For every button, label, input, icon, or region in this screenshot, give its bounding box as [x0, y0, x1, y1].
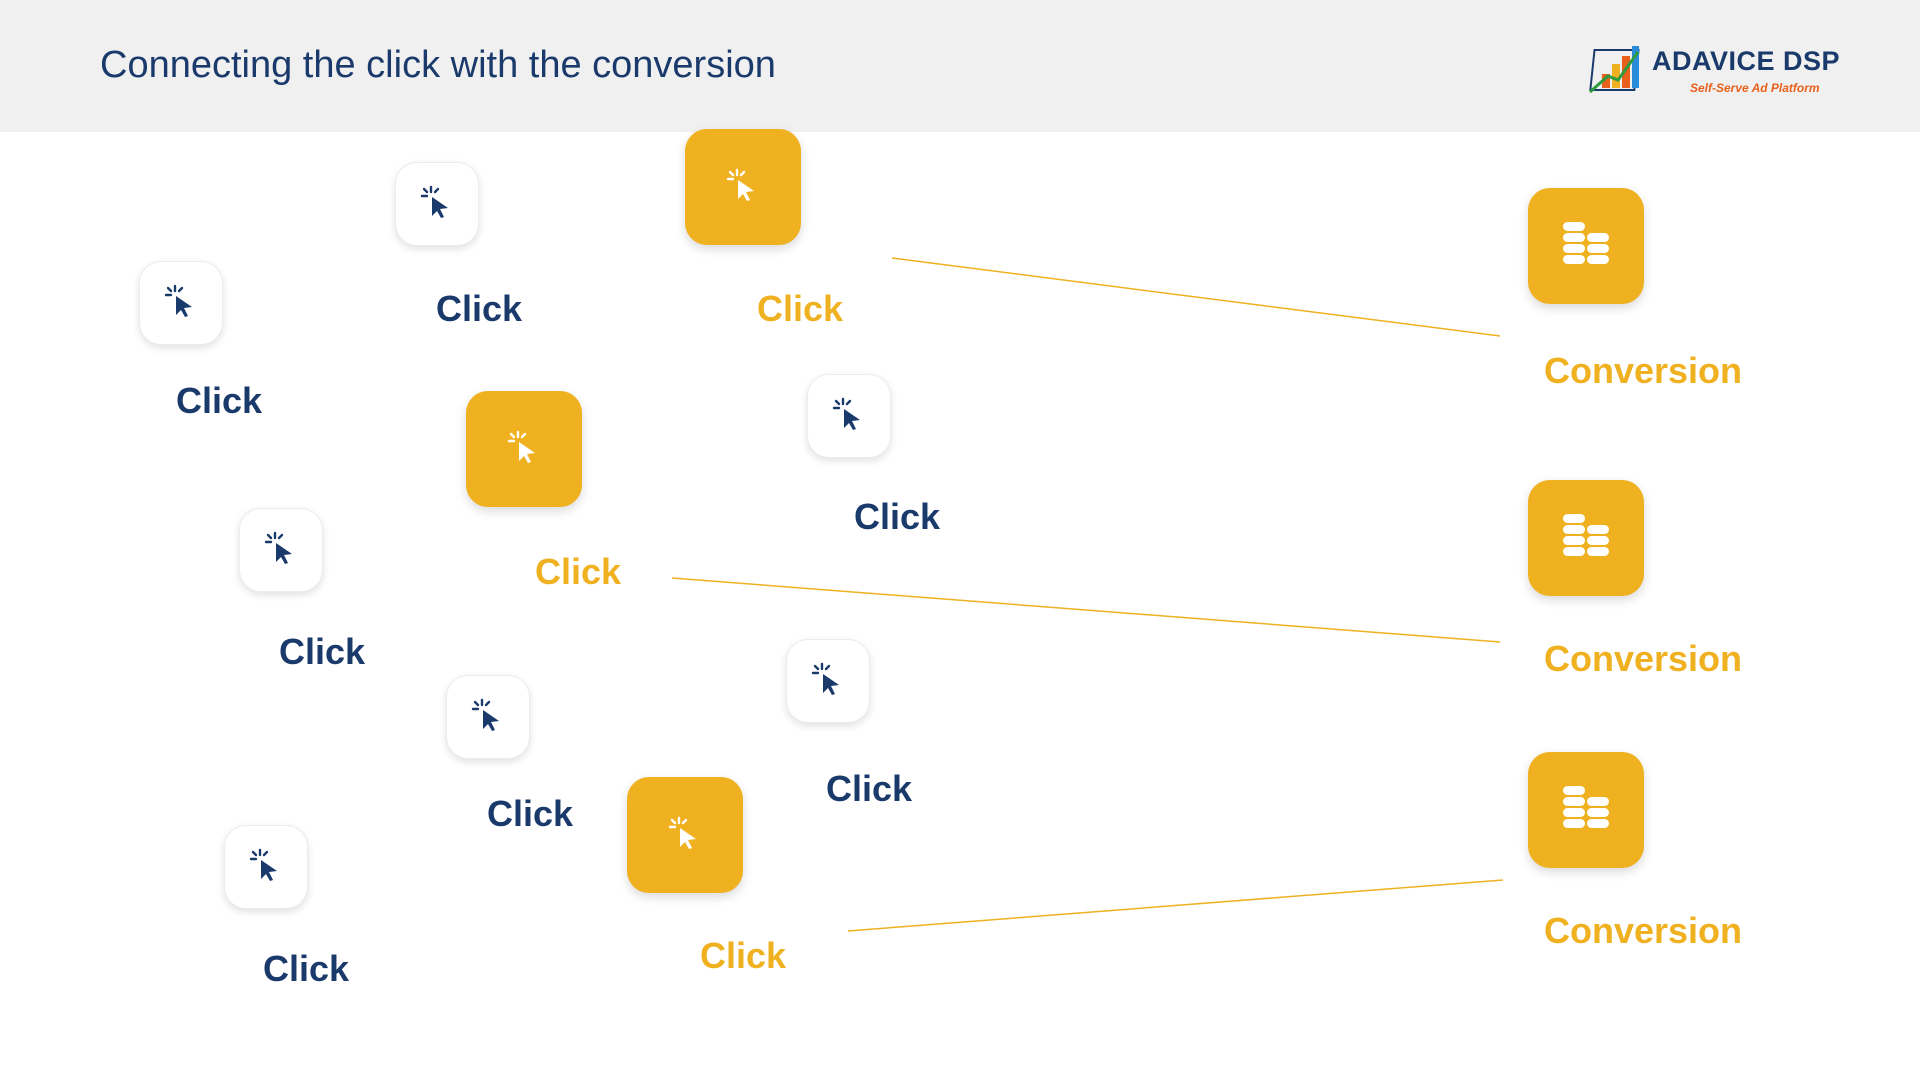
header-bar: Connecting the click with the conversion… — [0, 0, 1920, 132]
conversion-2-tile — [1528, 480, 1644, 596]
click-5-tile — [466, 391, 582, 507]
cursor-click-icon — [466, 695, 510, 739]
logo-name: ADAVICE DSP — [1652, 46, 1841, 76]
conversion-3-label: Conversion — [1543, 910, 1743, 951]
click-2-tile — [395, 162, 479, 246]
click-8-label: Click — [825, 768, 913, 809]
click-3-label: Click — [756, 288, 844, 329]
cursor-click-icon — [502, 427, 546, 471]
cursor-click-icon — [244, 845, 288, 889]
logo-bars-icon — [1589, 46, 1640, 94]
click-7-label: Click — [486, 793, 574, 834]
cursor-click-icon — [806, 659, 850, 703]
conversion-1-label: Conversion — [1543, 350, 1743, 391]
click-2-label: Click — [435, 288, 523, 329]
cursor-click-icon — [415, 182, 459, 226]
click-1-label: Click — [175, 380, 263, 421]
cursor-click-icon — [721, 165, 765, 209]
click-10-label: Click — [699, 935, 787, 976]
conversion-3-tile — [1528, 752, 1644, 868]
coins-stack-icon — [1554, 778, 1618, 842]
logo: ADAVICE DSP Self-Serve Ad Platform — [1588, 36, 1840, 98]
cursor-click-icon — [159, 281, 203, 325]
cursor-click-icon — [259, 528, 303, 572]
click-8-tile — [786, 639, 870, 723]
conversion-1-tile — [1528, 188, 1644, 304]
click-4-tile — [807, 374, 891, 458]
conversion-2-label: Conversion — [1543, 638, 1743, 679]
connection-click-10-to-conversion-3 — [847, 879, 1504, 932]
click-4-label: Click — [853, 496, 941, 537]
click-3-tile — [685, 129, 801, 245]
click-1-tile — [139, 261, 223, 345]
click-7-tile — [446, 675, 530, 759]
click-6-tile — [239, 508, 323, 592]
click-5-label: Click — [534, 551, 622, 592]
logo-tagline: Self-Serve Ad Platform — [1690, 81, 1820, 95]
click-9-tile — [224, 825, 308, 909]
cursor-click-icon — [663, 813, 707, 857]
connection-click-3-to-conversion-1 — [891, 257, 1501, 337]
click-9-label: Click — [262, 948, 350, 989]
connection-click-5-to-conversion-2 — [671, 577, 1501, 643]
coins-stack-icon — [1554, 506, 1618, 570]
coins-stack-icon — [1554, 214, 1618, 278]
page-title: Connecting the click with the conversion — [100, 44, 776, 86]
click-10-tile — [627, 777, 743, 893]
click-6-label: Click — [278, 631, 366, 672]
cursor-click-icon — [827, 394, 871, 438]
